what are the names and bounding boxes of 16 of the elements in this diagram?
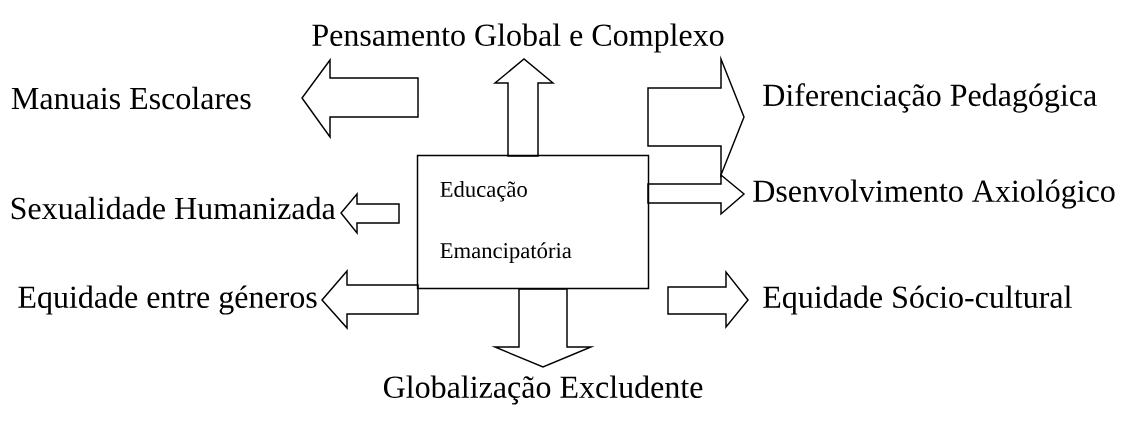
block-arrow bbox=[301, 57, 419, 140]
concept-label: Equidade entre géneros bbox=[18, 285, 317, 315]
concept-label: Diferenciação Pedagógica bbox=[763, 83, 1097, 113]
concept-label: Equidade Sócio-cultural bbox=[763, 285, 1072, 315]
concept-box: Educação Emancipatória bbox=[416, 154, 650, 290]
block-arrow bbox=[321, 269, 419, 330]
block-arrow bbox=[491, 288, 595, 368]
block-arrow bbox=[340, 192, 400, 236]
block-arrow bbox=[647, 173, 746, 216]
concept-label: Dsenvolvimento Axiológico bbox=[753, 179, 1115, 209]
concept-label: Sexualidade Humanizada bbox=[11, 196, 336, 220]
concept-label: Manuais Escolares bbox=[11, 86, 251, 110]
concept-label: Pensamento Global e Complexo bbox=[312, 23, 724, 53]
block-arrow bbox=[667, 269, 749, 330]
concept-label: Globalização Excludente bbox=[383, 375, 703, 405]
block-arrow bbox=[492, 58, 556, 157]
